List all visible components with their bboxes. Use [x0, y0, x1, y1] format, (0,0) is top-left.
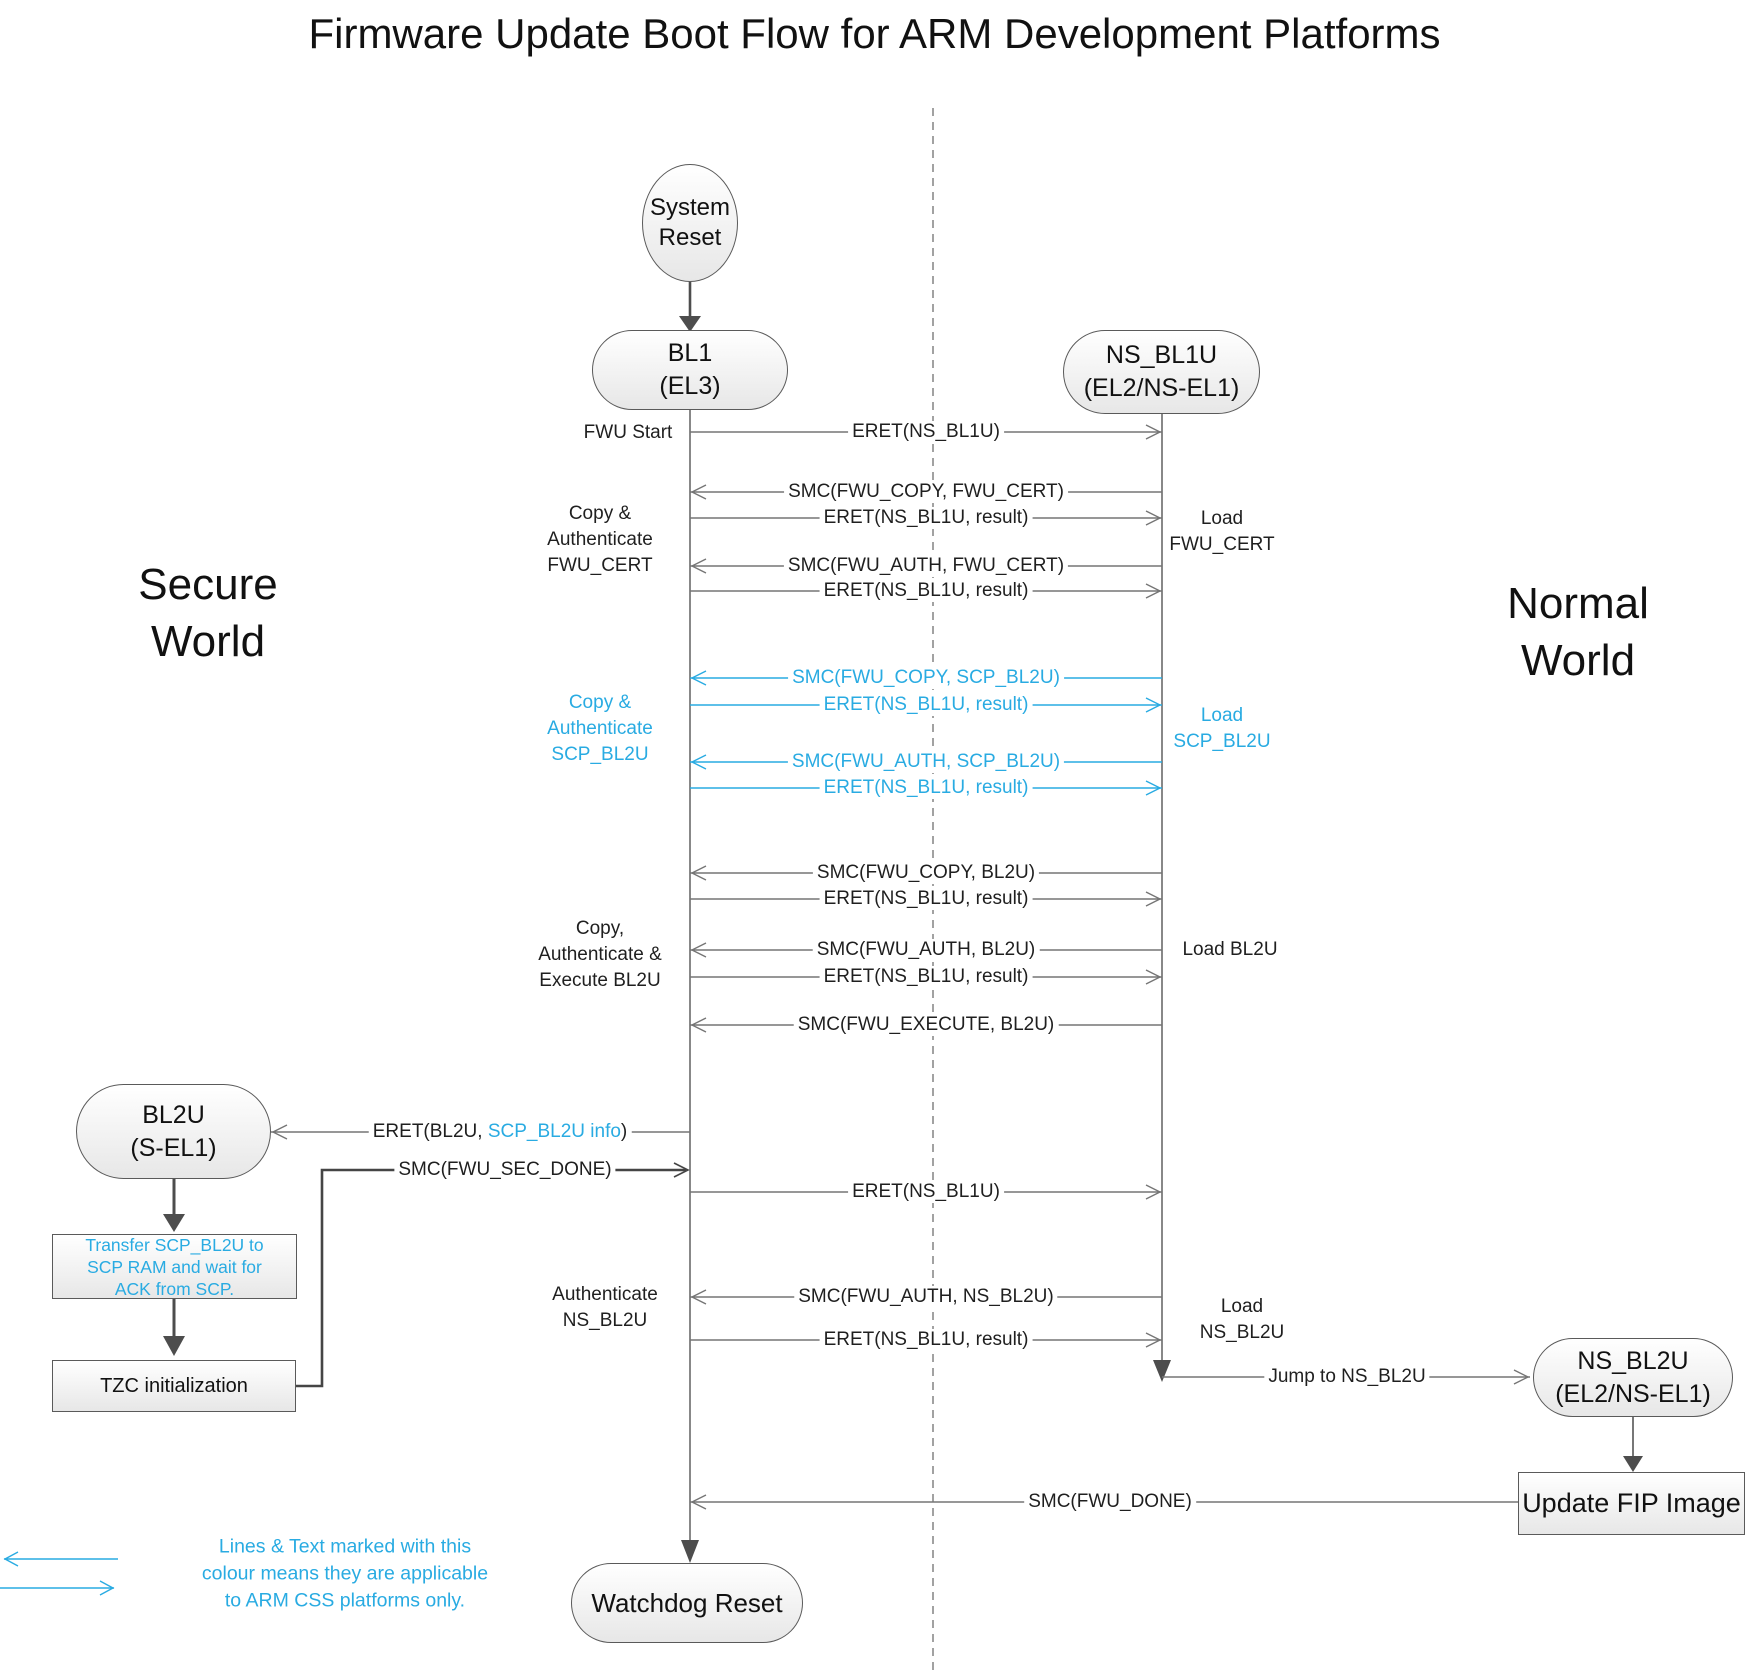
- msg-smc-fwu-done: SMC(FWU_DONE): [1024, 1491, 1196, 1513]
- secure-world-label: Secure World: [138, 560, 278, 666]
- node-watchdog-reset: Watchdog Reset: [571, 1563, 803, 1643]
- label-authenticate-ns-bl2u: Authenticate NS_BL2U: [552, 1284, 658, 1331]
- msg-smc-fwu-copy-bl2u: SMC(FWU_COPY, BL2U): [812, 862, 1040, 884]
- node-ns-bl1u: NS_BL1U (EL2/NS-EL1): [1063, 330, 1260, 414]
- msg-eret-result-2: ERET(NS_BL1U, result): [819, 580, 1033, 602]
- node-ns-bl2u: NS_BL2U (EL2/NS-EL1): [1533, 1338, 1733, 1417]
- legend-sample-arrows: [0, 1551, 118, 1596]
- label-load-ns-bl2u: Load NS_BL2U: [1199, 1296, 1285, 1343]
- label-load-bl2u: Load BL2U: [1182, 939, 1278, 960]
- msg-smc-fwu-sec-done: SMC(FWU_SEC_DONE): [394, 1159, 616, 1181]
- label-copy-auth-fwu-cert: Copy & Authenticate FWU_CERT: [547, 503, 653, 576]
- msg-eret-ns-bl1u-1: ERET(NS_BL1U): [848, 421, 1004, 443]
- node-tzc-initialization: TZC initialization: [52, 1360, 296, 1412]
- bl1-to-watchdog-arrowhead: [681, 1540, 699, 1563]
- node-update-fip-image: Update FIP Image: [1518, 1472, 1745, 1535]
- msg-smc-fwu-execute-bl2u: SMC(FWU_EXECUTE, BL2U): [793, 1014, 1059, 1036]
- msg-smc-fwu-auth-fwu-cert: SMC(FWU_AUTH, FWU_CERT): [783, 555, 1069, 577]
- node-transfer-scp-bl2u: Transfer SCP_BL2U to SCP RAM and wait fo…: [52, 1234, 297, 1299]
- ns-lifeline-end-arrowhead: [1153, 1360, 1171, 1382]
- msg-eret-bl2u-scp-info: ERET(BL2U, SCP_BL2U info): [368, 1121, 632, 1143]
- label-load-scp-bl2u: Load SCP_BL2U: [1173, 705, 1271, 752]
- msg-eret-result-7: ERET(NS_BL1U, result): [819, 1329, 1033, 1351]
- legend-text: Lines & Text marked with this colour mea…: [201, 1535, 489, 1612]
- label-copy-auth-execute-bl2u: Copy, Authenticate & Execute BL2U: [538, 918, 662, 991]
- label-copy-auth-scp-bl2u: Copy & Authenticate SCP_BL2U: [547, 692, 653, 765]
- msg-eret-result-4: ERET(NS_BL1U, result): [819, 777, 1033, 799]
- msg-smc-fwu-auth-ns-bl2u: SMC(FWU_AUTH, NS_BL2U): [794, 1286, 1058, 1308]
- msg-smc-fwu-copy-fwu-cert: SMC(FWU_COPY, FWU_CERT): [784, 481, 1068, 503]
- system-reset-arrowhead: [679, 316, 701, 332]
- msg-smc-fwu-auth-bl2u: SMC(FWU_AUTH, BL2U): [812, 939, 1040, 961]
- smc-sec-done-arrowhead: [673, 1162, 690, 1178]
- msg-eret-result-3: ERET(NS_BL1U, result): [819, 694, 1033, 716]
- msg-eret-ns-bl1u-2: ERET(NS_BL1U): [848, 1181, 1004, 1203]
- node-bl1: BL1 (EL3): [592, 330, 788, 410]
- ns-bl2u-message-lines: [690, 1184, 1162, 1348]
- page-title: Firmware Update Boot Flow for ARM Develo…: [308, 10, 1441, 57]
- msg-eret-result-5: ERET(NS_BL1U, result): [819, 888, 1033, 910]
- node-bl2u: BL2U (S-EL1): [76, 1084, 271, 1179]
- normal-world-label: Normal World: [1507, 579, 1649, 685]
- label-fwu-start: FWU Start: [583, 422, 673, 443]
- ns-bl2u-to-fip-arrow: [1623, 1417, 1643, 1472]
- msg-smc-fwu-auth-scp-bl2u: SMC(FWU_AUTH, SCP_BL2U): [787, 751, 1065, 773]
- msg-smc-fwu-copy-scp-bl2u: SMC(FWU_COPY, SCP_BL2U): [788, 667, 1064, 689]
- msg-jump-to-ns-bl2u: Jump to NS_BL2U: [1264, 1366, 1430, 1388]
- node-system-reset: System Reset: [642, 164, 738, 282]
- secure-side-flow-arrows: [163, 1179, 185, 1356]
- msg-eret-result-1: ERET(NS_BL1U, result): [819, 507, 1033, 529]
- msg-eret-result-6: ERET(NS_BL1U, result): [819, 966, 1033, 988]
- tzc-to-bl1-connector: [296, 1168, 686, 1388]
- label-load-fwu-cert: Load FWU_CERT: [1169, 508, 1275, 555]
